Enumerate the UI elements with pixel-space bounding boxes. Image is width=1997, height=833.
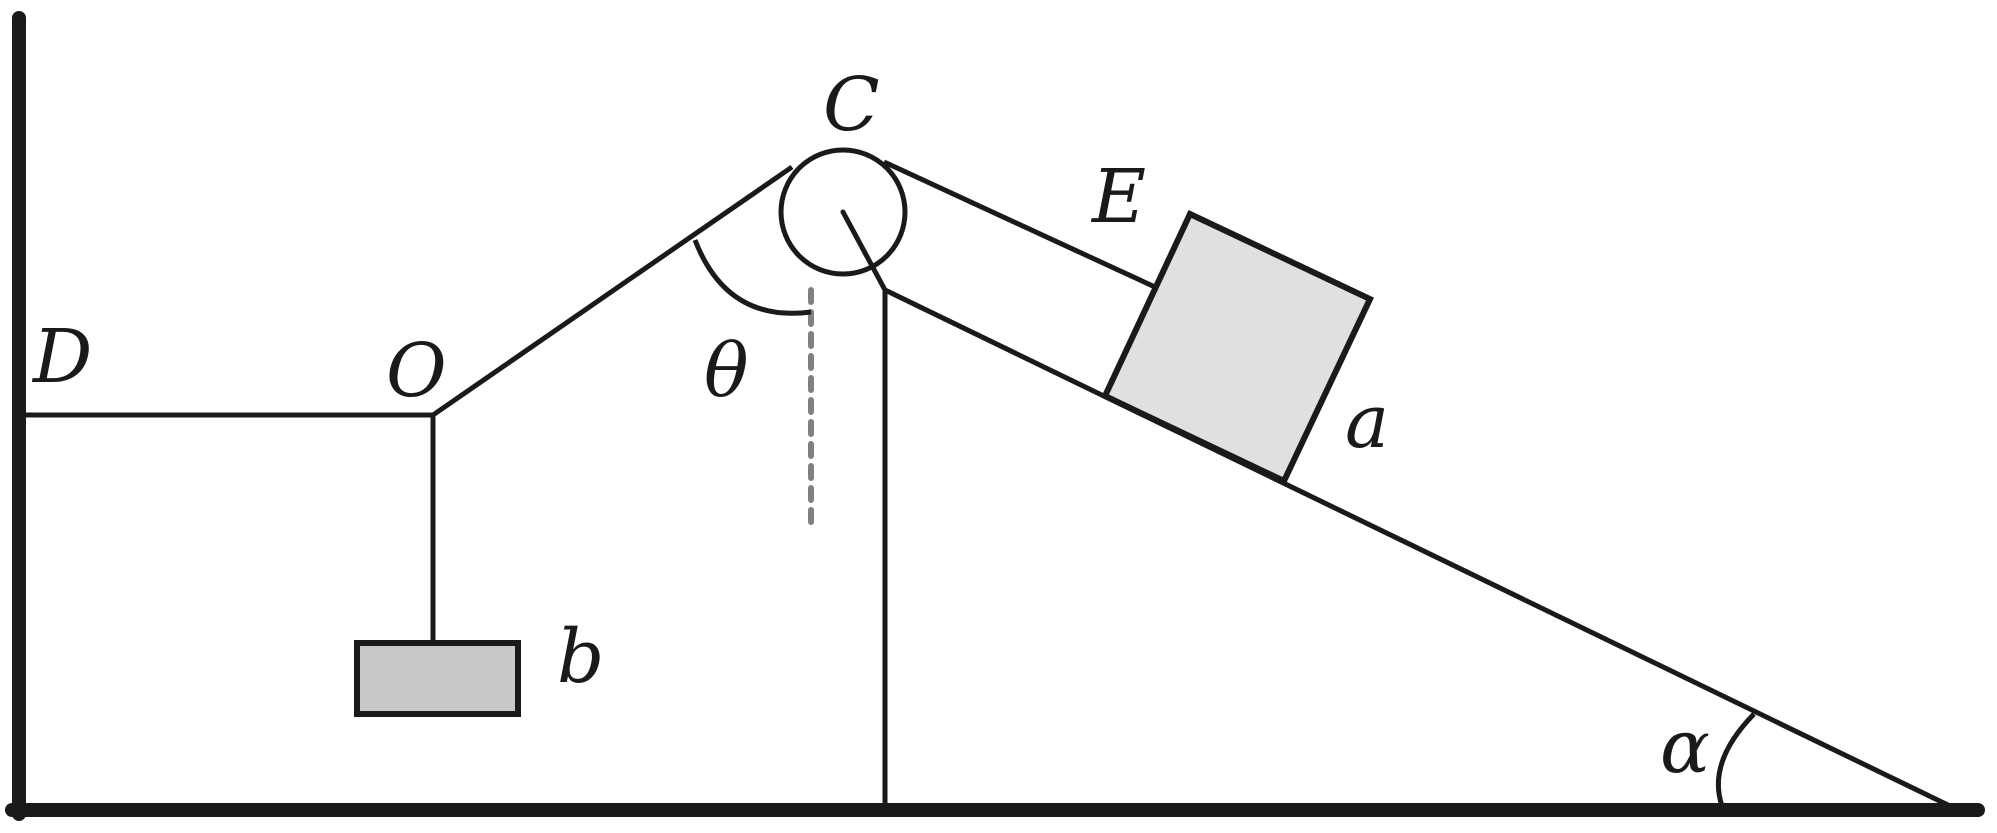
pulley-c: [778, 147, 908, 277]
string-ce: [882, 159, 1157, 290]
angle-theta-arc: [692, 239, 812, 316]
block-a: [1101, 210, 1374, 485]
incline-surface: [883, 287, 1952, 809]
label-c: C: [823, 62, 880, 148]
label-a: a: [1345, 379, 1389, 465]
block-b: [354, 640, 521, 717]
label-b: b: [557, 614, 604, 700]
label-e: E: [1090, 154, 1146, 240]
label-d: D: [31, 314, 92, 400]
angle-alpha-arc: [1715, 712, 1756, 807]
string-oc: [431, 164, 794, 418]
label-alpha: α: [1660, 704, 1710, 790]
label-o: O: [386, 328, 447, 414]
label-theta: θ: [704, 328, 749, 414]
pulley-rod: [840, 209, 888, 293]
